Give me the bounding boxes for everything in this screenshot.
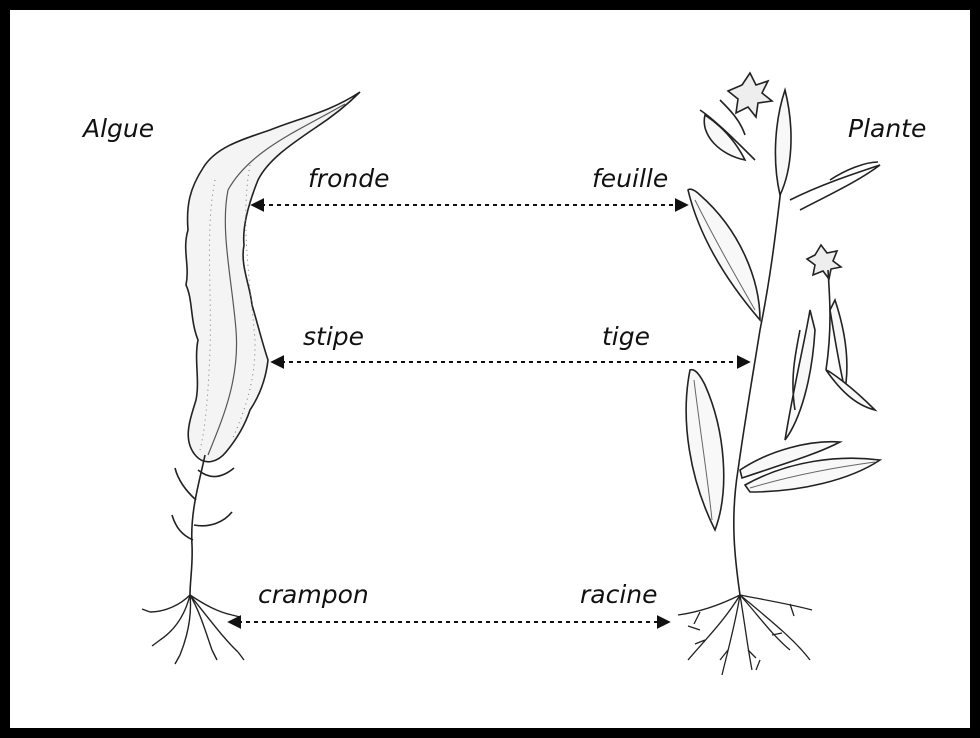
plant-illustration <box>678 73 880 675</box>
label-stipe: stipe <box>303 324 364 349</box>
alga-frond <box>186 92 360 462</box>
title-plant: Plante <box>848 116 926 141</box>
label-fronde: fronde <box>308 166 389 191</box>
label-feuille: feuille <box>592 166 668 191</box>
label-racine: racine <box>580 582 658 607</box>
label-tige: tige <box>602 324 650 349</box>
plant-flowers-top <box>700 73 772 160</box>
alga-holdfast <box>142 595 244 664</box>
correspondence-arrows <box>230 205 748 622</box>
title-alga: Algue <box>83 116 154 141</box>
plant-roots <box>678 595 812 675</box>
plant-leaf-lower-left <box>686 370 724 530</box>
plant-flowers-right <box>785 245 875 440</box>
label-crampon: crampon <box>258 582 369 607</box>
